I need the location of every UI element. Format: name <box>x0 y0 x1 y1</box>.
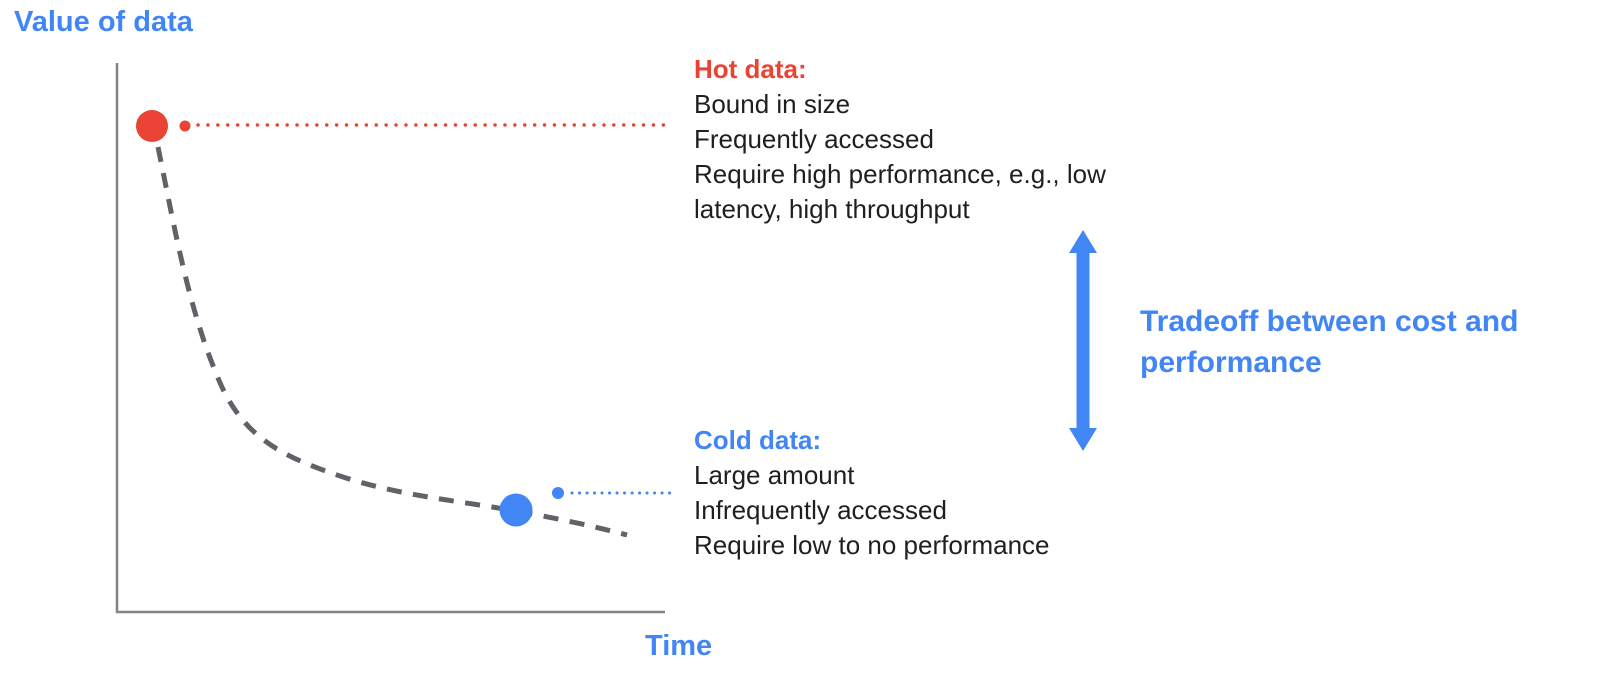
cold-data-title: Cold data: <box>694 425 822 455</box>
hot-data-line: Frequently accessed <box>694 124 934 154</box>
hot-leader-dot <box>179 120 191 132</box>
tradeoff-label: Tradeoff between cost and performance <box>1140 305 1519 379</box>
axes <box>115 63 665 614</box>
hot-data-title: Hot data: <box>694 54 807 84</box>
tradeoff-arrow-icon <box>1069 230 1097 451</box>
hot-data-point <box>136 110 168 142</box>
hot-data-line: Require high performance, e.g., low <box>694 159 1106 189</box>
tradeoff-arrow-head-up <box>1069 230 1097 253</box>
cold-data-line: Require low to no performance <box>694 530 1050 560</box>
tradeoff-arrow-head-down <box>1069 428 1097 451</box>
y-axis-label: Value of data <box>14 6 193 38</box>
value-decay-curve <box>155 146 628 538</box>
cold-data-annotation: Cold data: Large amount Infrequently acc… <box>694 423 1050 563</box>
hot-data-line: latency, high throughput <box>694 194 970 224</box>
x-axis-label: Time <box>645 630 713 662</box>
cold-leader-dot <box>552 487 564 499</box>
cold-data-point <box>499 493 533 527</box>
cold-data-line: Infrequently accessed <box>694 495 947 525</box>
hot-data-annotation: Hot data: Bound in size Frequently acces… <box>694 52 1106 227</box>
hot-data-line: Bound in size <box>694 89 851 119</box>
cold-data-line: Large amount <box>694 460 855 490</box>
